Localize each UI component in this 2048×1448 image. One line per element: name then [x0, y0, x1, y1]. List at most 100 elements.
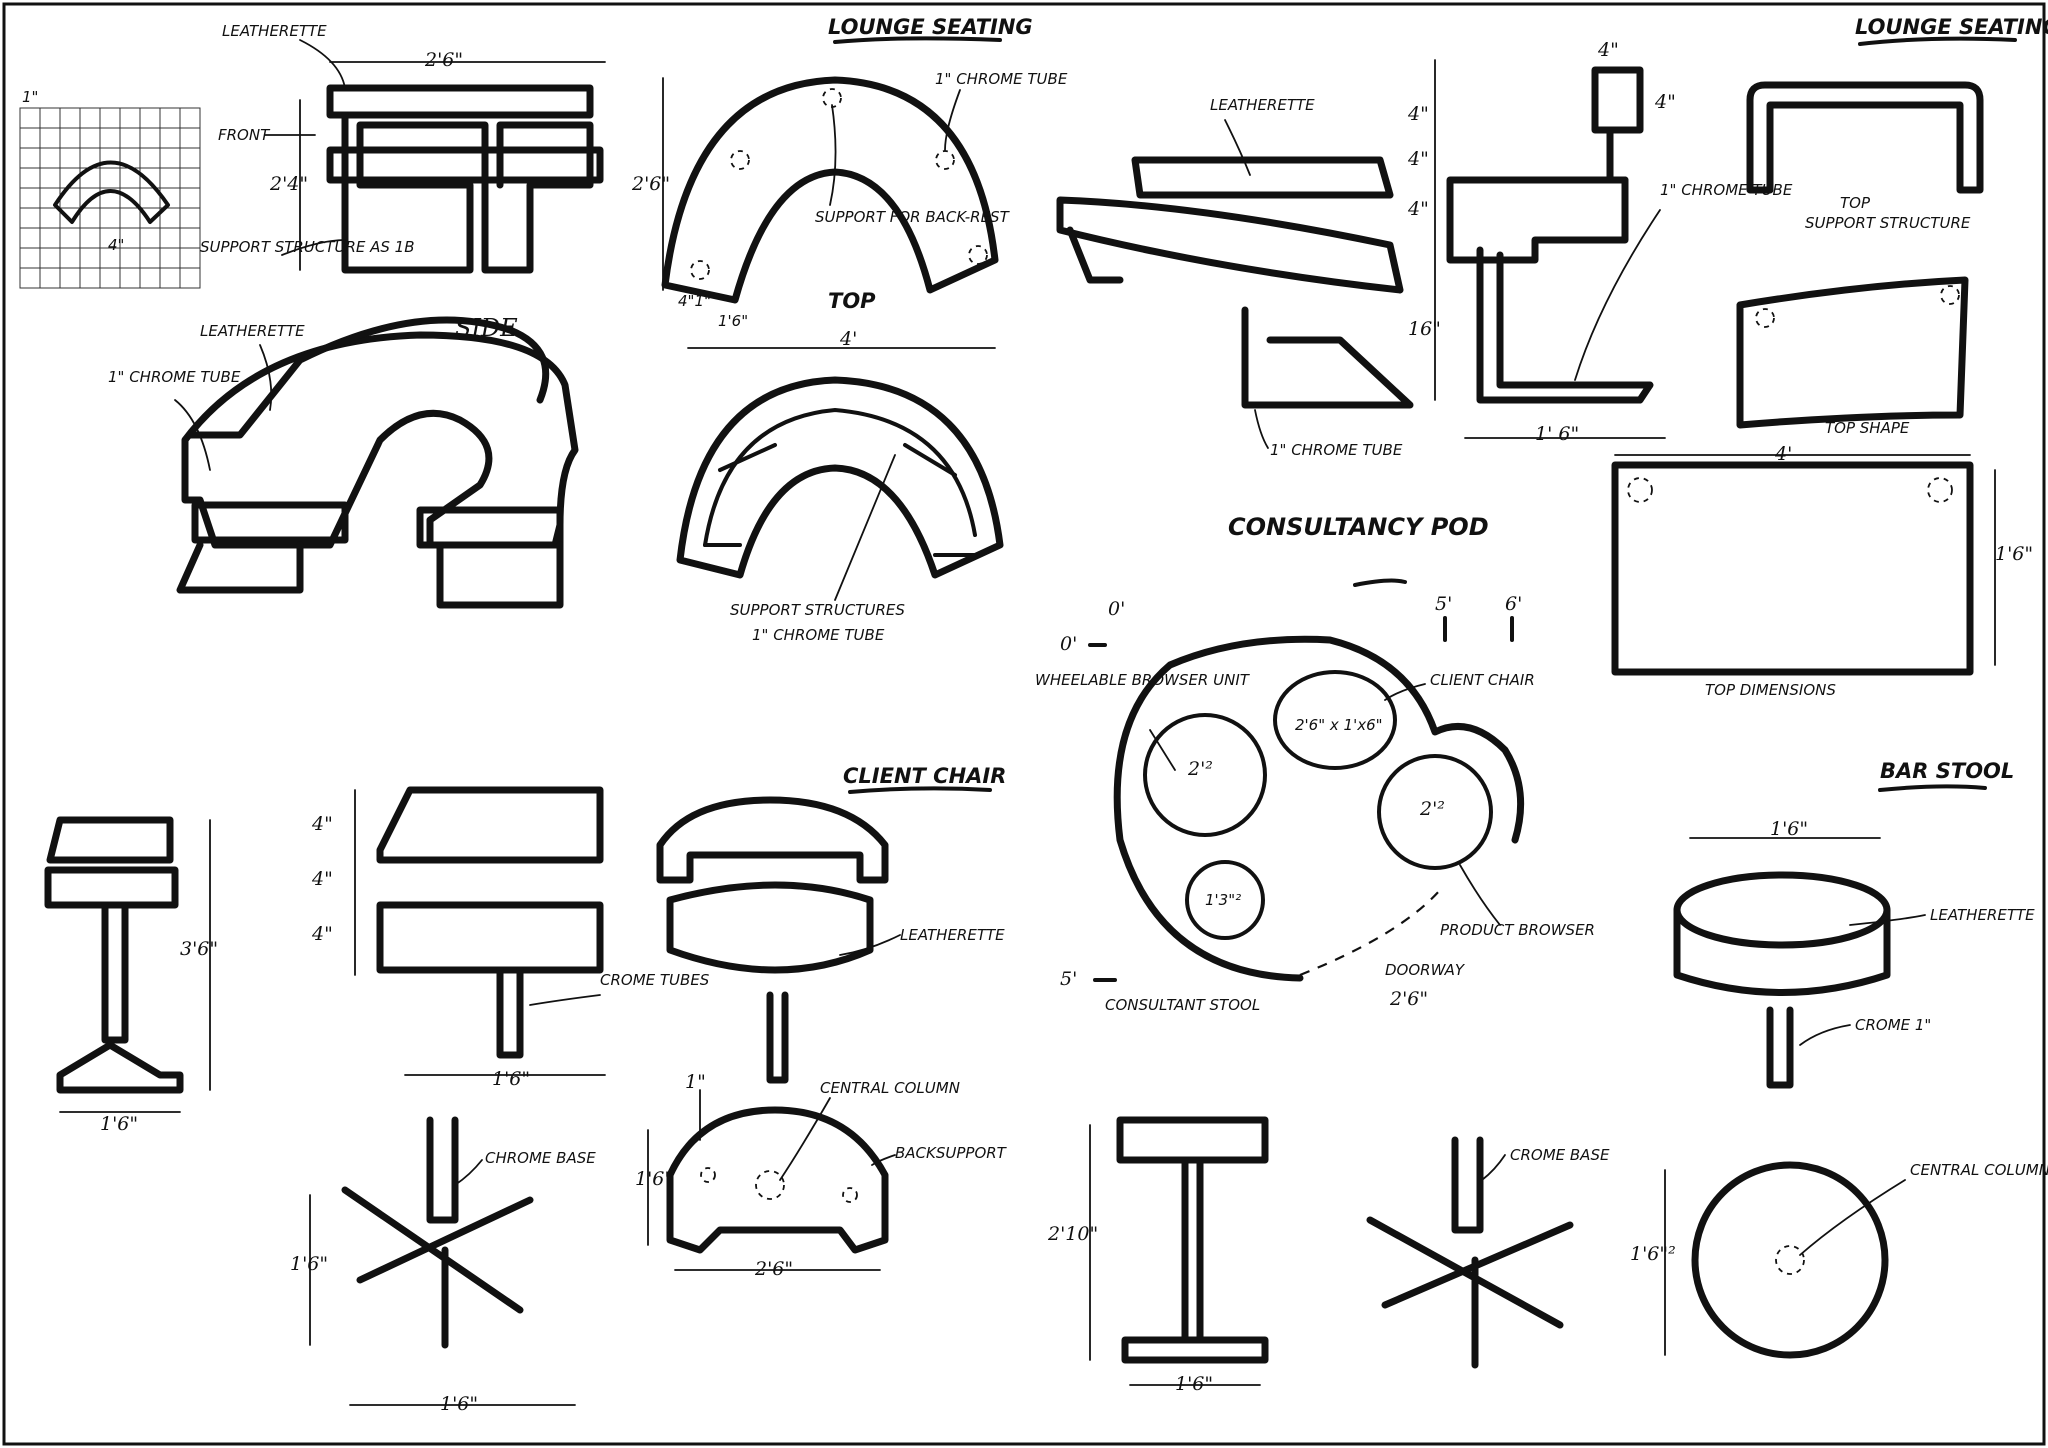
- lounge-seating-right-panel: LOUNGE SEATING LEATHERETTE 1" CHROME TUB…: [1056, 15, 2048, 699]
- label-doorway: DOORWAY: [1385, 961, 1466, 979]
- dim-side-4a: 4": [1407, 103, 1429, 125]
- dim-top-dim-height: 1'6": [1995, 543, 2033, 565]
- title-underline: [1878, 784, 1987, 792]
- dim-top-width: 4': [839, 328, 857, 350]
- grid-dim-1in: 1": [22, 88, 38, 106]
- chair-perspective: LEATHERETTE: [656, 796, 1005, 1084]
- dim-top-small: 4"1": [678, 292, 711, 310]
- dim-side-top-4: 4": [1597, 39, 1619, 61]
- dim-front-height: 2'4": [269, 173, 308, 195]
- dim-axis-0b: 0': [1108, 598, 1125, 620]
- bench-perspective-drawing: LEATHERETTE 1" CHROME TUBE: [1056, 96, 1414, 459]
- dim-product-browser: 2'²: [1419, 798, 1445, 820]
- title-client-chair: CLIENT CHAIR: [843, 764, 1006, 788]
- dim-consultant-stool: 1'3"²: [1205, 891, 1241, 909]
- central-column-circle: [1775, 1245, 1805, 1275]
- label-support-structures: SUPPORT STRUCTURES: [730, 601, 905, 619]
- label-consultant-stool: CONSULTANT STOOL: [1105, 996, 1260, 1014]
- label-crome-tubes: CROME TUBES: [600, 971, 710, 989]
- label-top: TOP: [828, 289, 876, 313]
- wheelable-browser-unit: [1143, 713, 1267, 837]
- grid-dim-4in: 4": [108, 236, 124, 254]
- label-chrome-tube-top: 1" CHROME TUBE: [935, 70, 1068, 88]
- label-leatherette-bench: LEATHERETTE: [1210, 96, 1315, 114]
- dim-top-dim-width: 4': [1774, 443, 1792, 465]
- label-top-dimensions: TOP DIMENSIONS: [1705, 681, 1836, 699]
- top-view-arc-drawing: 1" CHROME TUBE SUPPORT FOR BACK-REST 2'6…: [631, 70, 1068, 350]
- title-underline: [848, 786, 992, 794]
- dim-chair-4a: 4": [311, 813, 333, 835]
- dim-chair-4b: 4": [311, 868, 333, 890]
- dim-chair-height: 3'6": [180, 938, 218, 960]
- support-structure-plan-drawing: SUPPORT STRUCTURES 1" CHROME TUBE: [676, 376, 1004, 644]
- title-underline: [1353, 578, 1407, 587]
- label-leatherette-chair: LEATHERETTE: [900, 926, 1005, 944]
- label-crome-1in: CROME 1": [1855, 1016, 1931, 1034]
- dim-browser-unit: 2'²: [1187, 758, 1213, 780]
- label-client-chair-pod: CLIENT CHAIR: [1430, 671, 1535, 689]
- dim-base-width: 1'6": [440, 1393, 478, 1415]
- label-support-structure-top: SUPPORT STRUCTURE: [1805, 214, 1971, 232]
- dim-chair-4c: 4": [311, 923, 333, 945]
- label-chrome-base: CHROME BASE: [485, 1149, 596, 1167]
- label-backsupport: BACKSUPPORT: [895, 1144, 1008, 1162]
- bar-stool-elevation: 2'10" 1'6": [1047, 1116, 1269, 1395]
- title-underline: [833, 36, 1002, 44]
- front-elevation-drawing: 2'6" 2'4" FRONT LEATHERETTE SUPPORT STRU…: [200, 22, 606, 274]
- dim-axis-0: 0': [1060, 633, 1077, 655]
- label-chrome-tube-support: 1" CHROME TUBE: [752, 626, 885, 644]
- lounge-seating-left-panel: LOUNGE SEATING 1" 4" 2'6" 2'4" FRONT LEA…: [19, 15, 1068, 644]
- dim-client-chair: 2'6" x 1'x6": [1295, 716, 1383, 734]
- dim-front-width: 2'6": [424, 49, 463, 71]
- bar-stool-base-drawing: CROME BASE: [1366, 1136, 1610, 1369]
- label-chrome-tube-side: 1" CHROME TUBE: [108, 368, 241, 386]
- bar-stool-top-view: CENTRAL COLUMN 1'6"²: [1630, 1161, 2048, 1359]
- client-chair-shape: [1273, 670, 1397, 770]
- dim-top-view-height: 1'6": [635, 1168, 673, 1190]
- consultancy-pod-panel: CONSULTANCY POD 2'² 2'6" x 1'x6" 2'² 1'3…: [1035, 513, 1595, 1014]
- dim-axis-6-top: 6': [1505, 593, 1522, 615]
- top-support-structure-drawing: TOP SUPPORT STRUCTURE: [1746, 81, 1984, 232]
- label-leatherette-front: LEATHERETTE: [222, 22, 327, 40]
- title-bar-stool: BAR STOOL: [1880, 759, 2014, 783]
- client-chair-panel: CLIENT CHAIR 3'6" 1'6" 4" 4" 4" 1'6" CRO…: [44, 764, 1008, 1415]
- title-underline: [1858, 36, 2017, 46]
- dim-chair-base-width: 1'6": [100, 1113, 138, 1135]
- dim-top-1-6: 1'6": [718, 312, 748, 330]
- chair-base-drawing: CHROME BASE 1'6" 1'6": [290, 1116, 596, 1415]
- bar-stool-perspective: 1'6" LEATHERETTE CROME 1": [1673, 818, 2035, 1089]
- side-perspective-drawing: SIDE LEATHERETTE 1" CHROME TUBE: [108, 314, 579, 609]
- top-shape-drawing: TOP SHAPE: [1736, 276, 1969, 437]
- product-browser-shape: [1377, 754, 1493, 870]
- label-leatherette-bar: LEATHERETTE: [1930, 906, 2035, 924]
- title-lounge-left: LOUNGE SEATING: [828, 15, 1033, 39]
- chair-top-view: CENTRAL COLUMN BACKSUPPORT 1" 1'6" 2'6": [635, 1071, 1008, 1280]
- label-central-column: CENTRAL COLUMN: [820, 1079, 960, 1097]
- dim-top-height: 2'6": [631, 173, 670, 195]
- dim-base-height: 1'6": [290, 1253, 328, 1275]
- dim-chair-side-width: 1'6": [492, 1068, 530, 1090]
- label-top-support: TOP: [1840, 194, 1871, 212]
- dim-side-width: 1' 6": [1535, 423, 1579, 445]
- dim-bar-stool-height: 2'10": [1047, 1223, 1098, 1245]
- label-central-column-bar: CENTRAL COLUMN: [1910, 1161, 2048, 1179]
- label-top-shape: TOP SHAPE: [1825, 419, 1910, 437]
- dim-side-16: 16": [1408, 318, 1441, 340]
- dim-side-right-4: 4": [1654, 91, 1676, 113]
- consultant-stool-shape: [1185, 860, 1265, 940]
- dim-bar-stool-base: 1'6": [1175, 1373, 1213, 1395]
- doorway-arc: [1299, 889, 1441, 977]
- side-elevation-drawing: 4" 4" 4" 16" 4" 4" 1' 6" 1" CHROME TUBE: [1407, 39, 1793, 445]
- label-chrome-tube-bench: 1" CHROME TUBE: [1270, 441, 1403, 459]
- dim-side-4b: 4": [1407, 148, 1429, 170]
- chair-side-elevation: 4" 4" 4" 1'6" CROME TUBES: [311, 786, 710, 1090]
- label-side: SIDE: [455, 314, 518, 342]
- dim-side-4c: 4": [1407, 198, 1429, 220]
- label-wheelable-browser: WHEELABLE BROWSER UNIT: [1035, 671, 1251, 689]
- dim-axis-5-left: 5': [1060, 968, 1077, 990]
- label-crome-base: CROME BASE: [1510, 1146, 1610, 1164]
- central-column-circle: [755, 1170, 785, 1200]
